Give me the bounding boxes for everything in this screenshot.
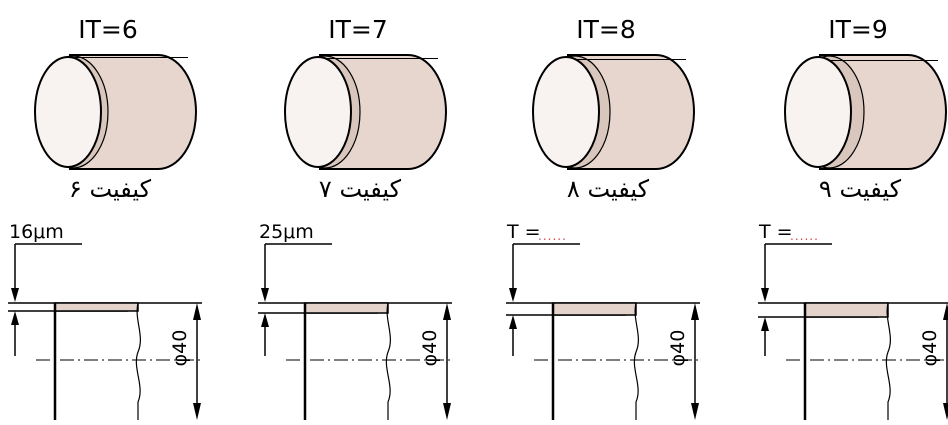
tolerance-zone (304, 302, 389, 314)
break-line (385, 302, 391, 420)
arrow-up-icon (761, 317, 769, 331)
tolerance-text: T = (506, 221, 541, 243)
break-line (633, 302, 639, 420)
tolerance-zone (804, 302, 889, 318)
section-view: φ40 (506, 302, 700, 420)
quality-label: کیفیت ۶ (69, 175, 152, 203)
diameter-label: φ40 (919, 330, 941, 367)
section-view: φ40 (258, 302, 452, 420)
tolerance-text: T = (758, 221, 793, 243)
it-grade-label: IT=7 (328, 15, 388, 44)
diameter-label: φ40 (667, 330, 689, 367)
panel-it9: IT=9 کیفیت ۹ T =...... φ40 (758, 15, 948, 420)
quality-label: کیفیت ۷ (319, 175, 402, 203)
cylinder-end-face (532, 56, 600, 168)
tolerance-blank: ...... (790, 229, 819, 243)
panel-it8: IT=8 کیفیت ۸ T =...... φ40 (506, 15, 700, 420)
arrow-down-icon (11, 288, 19, 302)
section-view: φ40 (758, 302, 948, 420)
cylinder-end-face (284, 56, 352, 168)
arrow-down-icon (943, 403, 948, 420)
it-grade-label: IT=9 (828, 15, 888, 44)
cylinder-end-face (784, 56, 852, 168)
cylinder (34, 54, 197, 170)
arrow-up-icon (443, 303, 451, 320)
arrow-down-icon (691, 403, 699, 420)
section-view: φ40 (8, 302, 202, 420)
arrow-up-icon (943, 303, 948, 320)
tolerance-zone (552, 302, 637, 316)
diameter-label: φ40 (169, 330, 191, 367)
quality-label: کیفیت ۸ (567, 175, 650, 203)
it-grade-label: IT=6 (78, 15, 138, 44)
arrow-down-icon (761, 288, 769, 302)
diameter-label: φ40 (419, 330, 441, 367)
tolerance-text: 25μm (259, 221, 314, 243)
arrow-down-icon (509, 288, 517, 302)
cylinder (784, 54, 947, 170)
arrow-up-icon (11, 311, 19, 325)
break-line (885, 302, 891, 420)
arrow-up-icon (261, 313, 269, 327)
arrow-up-icon (509, 315, 517, 329)
it-grade-label: IT=8 (576, 15, 636, 44)
cylinder-end-face (34, 56, 102, 168)
quality-label: کیفیت ۹ (819, 175, 902, 203)
arrow-down-icon (193, 403, 201, 420)
cylinder (532, 54, 695, 170)
arrow-down-icon (261, 288, 269, 302)
cylinder (284, 54, 447, 170)
tolerance-blank: ...... (538, 229, 567, 243)
arrow-down-icon (443, 403, 451, 420)
tolerance-text: 16μm (9, 221, 64, 243)
tolerance-zone (54, 302, 139, 312)
arrow-up-icon (691, 303, 699, 320)
break-line (135, 302, 141, 420)
arrow-up-icon (193, 303, 201, 320)
